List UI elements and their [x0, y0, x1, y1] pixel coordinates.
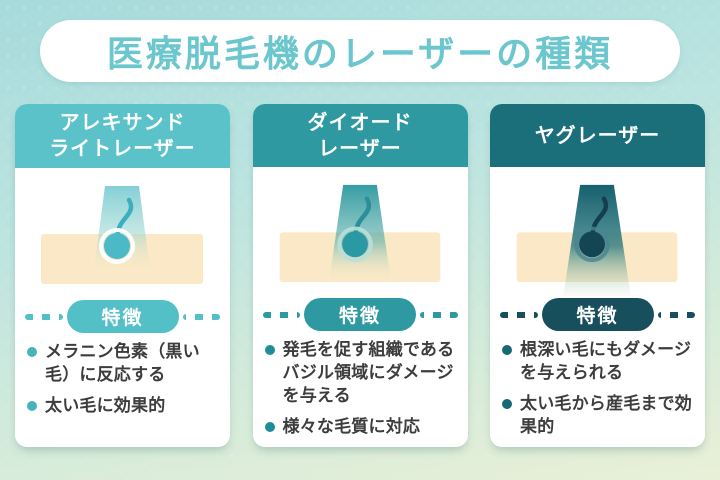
dashed-divider-right [182, 313, 220, 320]
feature-text: 太い毛に効果的 [45, 395, 166, 415]
card-title-line1: ダイオード [307, 111, 413, 134]
page-title: 医療脱毛機のレーザーの種類 [106, 33, 614, 74]
laser-follicle-illustration [41, 186, 203, 284]
bullet-dot-icon [27, 400, 37, 411]
follicle-bulb [104, 233, 130, 259]
laser-follicle-illustration [516, 185, 678, 297]
feature-item: 様々な毛質に対応 [264, 416, 458, 439]
infographic-background: { "title": "医療脱毛機のレーザーの種類", "colors": { … [0, 20, 720, 480]
feature-text: 根深い毛にもダメージを与えられる [520, 340, 692, 383]
feature-item: 根深い毛にもダメージを与えられる [502, 339, 695, 385]
feature-text: メラニン色素（黒い毛）に反応する [45, 342, 200, 384]
follicle-glow-ring [336, 226, 373, 263]
follicle-glow-ring [574, 226, 610, 263]
feature-text: 太い毛から産毛まで効果的 [520, 394, 692, 437]
feature-item: メラニン色素（黒い毛）に反応する [27, 341, 220, 387]
feature-text: 様々な毛質に対応 [282, 417, 421, 437]
feature-row: 特徴 [262, 298, 458, 332]
laser-follicle-illustration [279, 185, 440, 283]
page-title-pill: 医療脱毛機のレーザーの種類 [40, 20, 680, 82]
card-title-line1: アレキサンド [59, 112, 186, 134]
feature-badge: 特徴 [304, 298, 416, 332]
follicle-bulb [579, 231, 605, 258]
feature-list: 発毛を促す組織であるバジル領域にダメージを与える 様々な毛質に対応 [253, 339, 468, 447]
feature-list: 根深い毛にもダメージを与えられる 太い毛から産毛まで効果的 [490, 339, 705, 447]
card-diode-laser: ダイオード レーザー 特徴 発毛を促す組 [252, 104, 468, 447]
feature-row: 特徴 [500, 298, 695, 332]
feature-item: 太い毛から産毛まで効果的 [502, 393, 695, 439]
feature-badge: 特徴 [541, 298, 654, 332]
card-header: ヤグレーザー [490, 104, 705, 168]
dashed-divider-left [262, 311, 300, 318]
feature-text: 発毛を促す組織であるバジル領域にダメージを与える [282, 340, 455, 406]
cards-row: アレキサンド ライトレーザー 特徴 メラ [0, 104, 720, 447]
card-title-line2: レーザー [318, 137, 402, 160]
feature-badge: 特徴 [66, 300, 179, 333]
laser-beam-shape [328, 185, 391, 281]
card-alexandrite-laser: アレキサンド ライトレーザー 特徴 メラ [15, 104, 230, 447]
follicle-bulb [341, 231, 368, 258]
dashed-divider-left [500, 311, 538, 318]
dashed-divider-right [657, 311, 695, 318]
bullet-dot-icon [502, 345, 512, 356]
dashed-divider-right [420, 311, 458, 318]
bullet-dot-icon [264, 422, 275, 433]
bullet-dot-icon [27, 347, 37, 357]
feature-list: メラニン色素（黒い毛）に反応する 太い毛に効果的 [15, 341, 230, 426]
feature-item: 太い毛に効果的 [27, 395, 220, 418]
card-title-line1: ヤグレーザー [534, 124, 661, 147]
follicle-glow-ring [99, 228, 135, 264]
card-title-line2: ライトレーザー [49, 138, 196, 160]
bullet-dot-icon [502, 399, 512, 410]
card-header: ダイオード レーザー [252, 104, 468, 168]
feature-item: 発毛を促す組織であるバジル領域にダメージを与える [264, 339, 458, 408]
feature-row: 特徴 [25, 300, 220, 333]
card-header: アレキサンド ライトレーザー [15, 104, 230, 168]
card-yag-laser: ヤグレーザー 特徴 根深い毛にもダメー [490, 104, 705, 447]
dashed-divider-left [25, 313, 63, 320]
bullet-dot-icon [264, 345, 275, 356]
